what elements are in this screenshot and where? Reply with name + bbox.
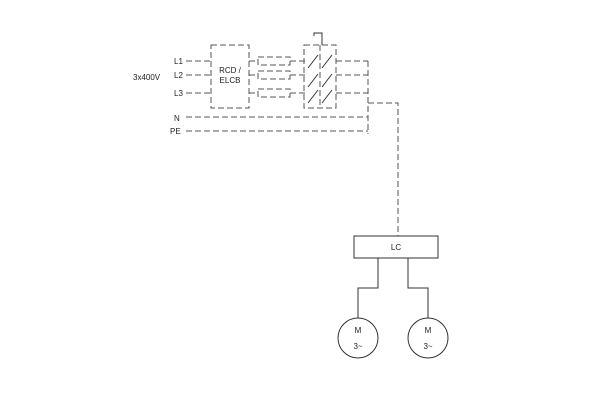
wire-to-motor-1	[357, 258, 379, 318]
fuse-l1	[257, 56, 291, 66]
motor-2-phase: 3~	[423, 342, 432, 351]
earth-label: PE	[170, 127, 181, 136]
supply-voltage-label: 3x400V	[133, 73, 161, 82]
rcd-label-line2: ELCB	[220, 76, 241, 85]
fuse-l2	[257, 70, 291, 80]
phase-label-l2: L2	[174, 71, 183, 80]
controller-box	[353, 235, 439, 259]
rcd-label-line1: RCD /	[219, 66, 242, 75]
phase-label-l1: L1	[174, 57, 183, 66]
wire-to-motor-2	[407, 258, 429, 318]
isolator-switch	[303, 32, 337, 109]
neutral-label: N	[174, 114, 180, 123]
feed-to-controller	[368, 102, 399, 236]
motor-2: M 3~	[407, 317, 449, 359]
motor-1-label: M	[355, 326, 362, 335]
controller-label: LC	[391, 243, 401, 252]
motor-1-phase: 3~	[353, 342, 362, 351]
fuse-l3	[257, 88, 291, 98]
phase-label-l3: L3	[174, 89, 183, 98]
motor-1: M 3~	[337, 317, 379, 359]
rcd-elcb-box	[210, 44, 250, 109]
motor-2-label: M	[425, 326, 432, 335]
